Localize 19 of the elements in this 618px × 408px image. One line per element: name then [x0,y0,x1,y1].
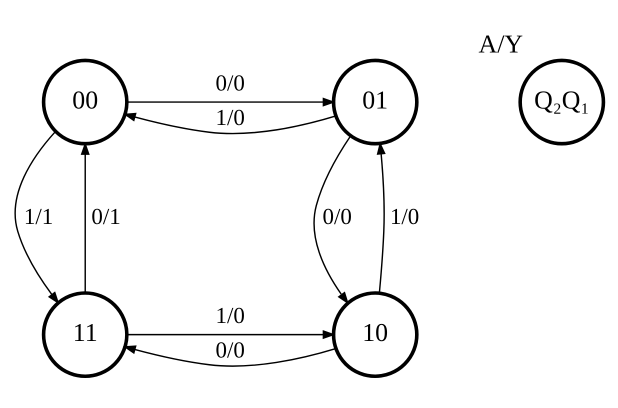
edge-label: 1/0 [390,204,420,229]
edge-label: 0/0 [322,204,352,229]
arrow [122,345,336,367]
edge-label: 1/0 [216,302,245,328]
edge-label: 1/0 [216,104,245,130]
node-circle: 01 [332,58,419,146]
edge-label: 0/1 [91,204,121,229]
edge-label: 0/0 [216,70,245,96]
node-circle: Q₂Q₁ [518,58,606,146]
arrow [122,112,336,134]
edge-label: 1/1 [24,204,54,229]
arrow [127,98,336,107]
arrow [376,142,386,294]
arrow [313,136,352,305]
arrow [14,131,60,304]
node-label: A/Y [478,29,524,58]
edge-label: 0/0 [216,337,245,362]
node-circle: 00 [42,58,129,146]
arrow [127,330,336,340]
